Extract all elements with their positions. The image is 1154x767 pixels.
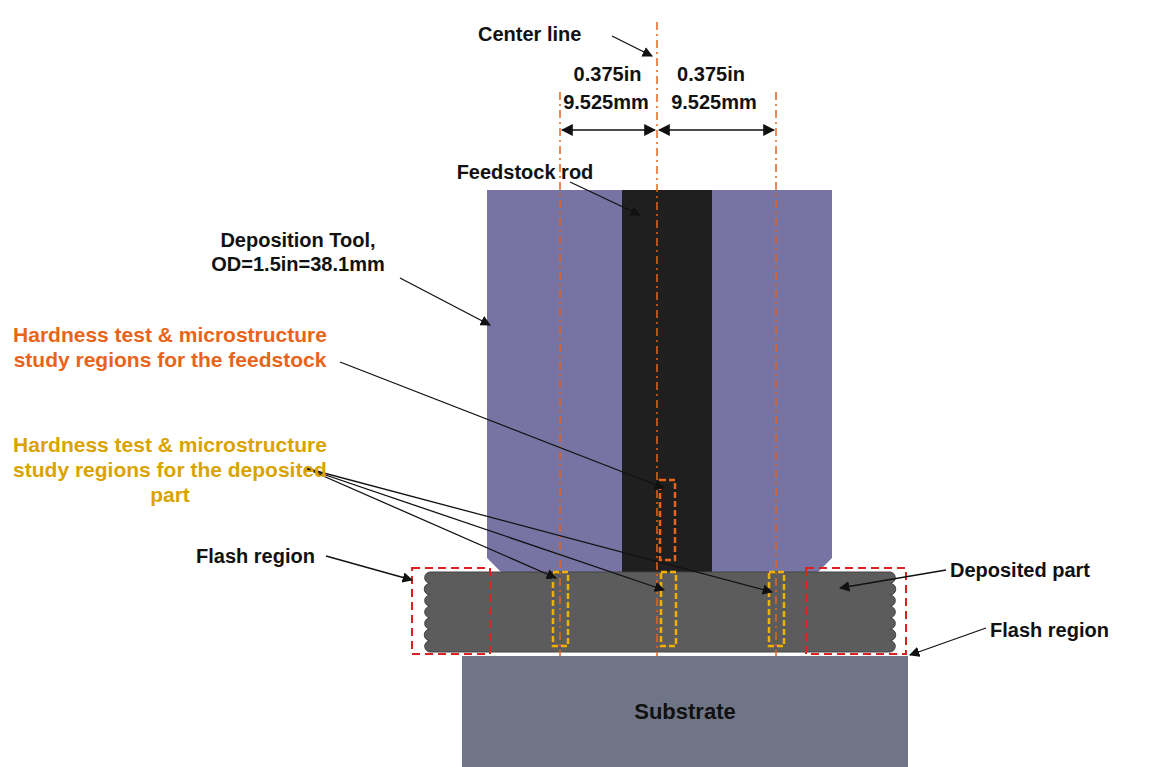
dimension-label: 0.375in [560,62,655,86]
feedstock-region [660,480,675,560]
dimension-label: 0.375in [661,62,761,86]
node-text: Substrate [634,699,735,725]
feedstock-rod [622,190,712,574]
part-label: Feedstock rod [440,160,610,184]
deposited-part [424,572,896,652]
offset-line [775,92,777,700]
part-label: Flash region [196,544,324,568]
dimension-arrow [659,129,774,131]
part-label: Flash region [990,618,1140,642]
region-label: Hardness test & microstructure study reg… [2,432,338,507]
part-label: Deposition Tool, OD=1.5in=38.1mm [168,228,428,276]
offset-line [559,92,561,700]
deposit-region [769,572,784,646]
dimension-label: 9.525mm [556,90,656,114]
deposit-region [553,572,568,646]
center-line [656,22,658,740]
leader-lines [305,36,986,655]
dimension-arrow [562,129,655,131]
flash-box [806,568,906,654]
center-line-label: Center line [478,22,613,46]
region-label: Hardness test & microstructure study reg… [2,322,338,372]
substrate-block: Substrate [462,656,908,767]
deposition-tool [487,190,832,574]
part-label: Deposited part [950,558,1140,582]
deposit-region [661,572,676,646]
flash-box [412,568,490,654]
dimension-label: 9.525mm [659,90,769,114]
